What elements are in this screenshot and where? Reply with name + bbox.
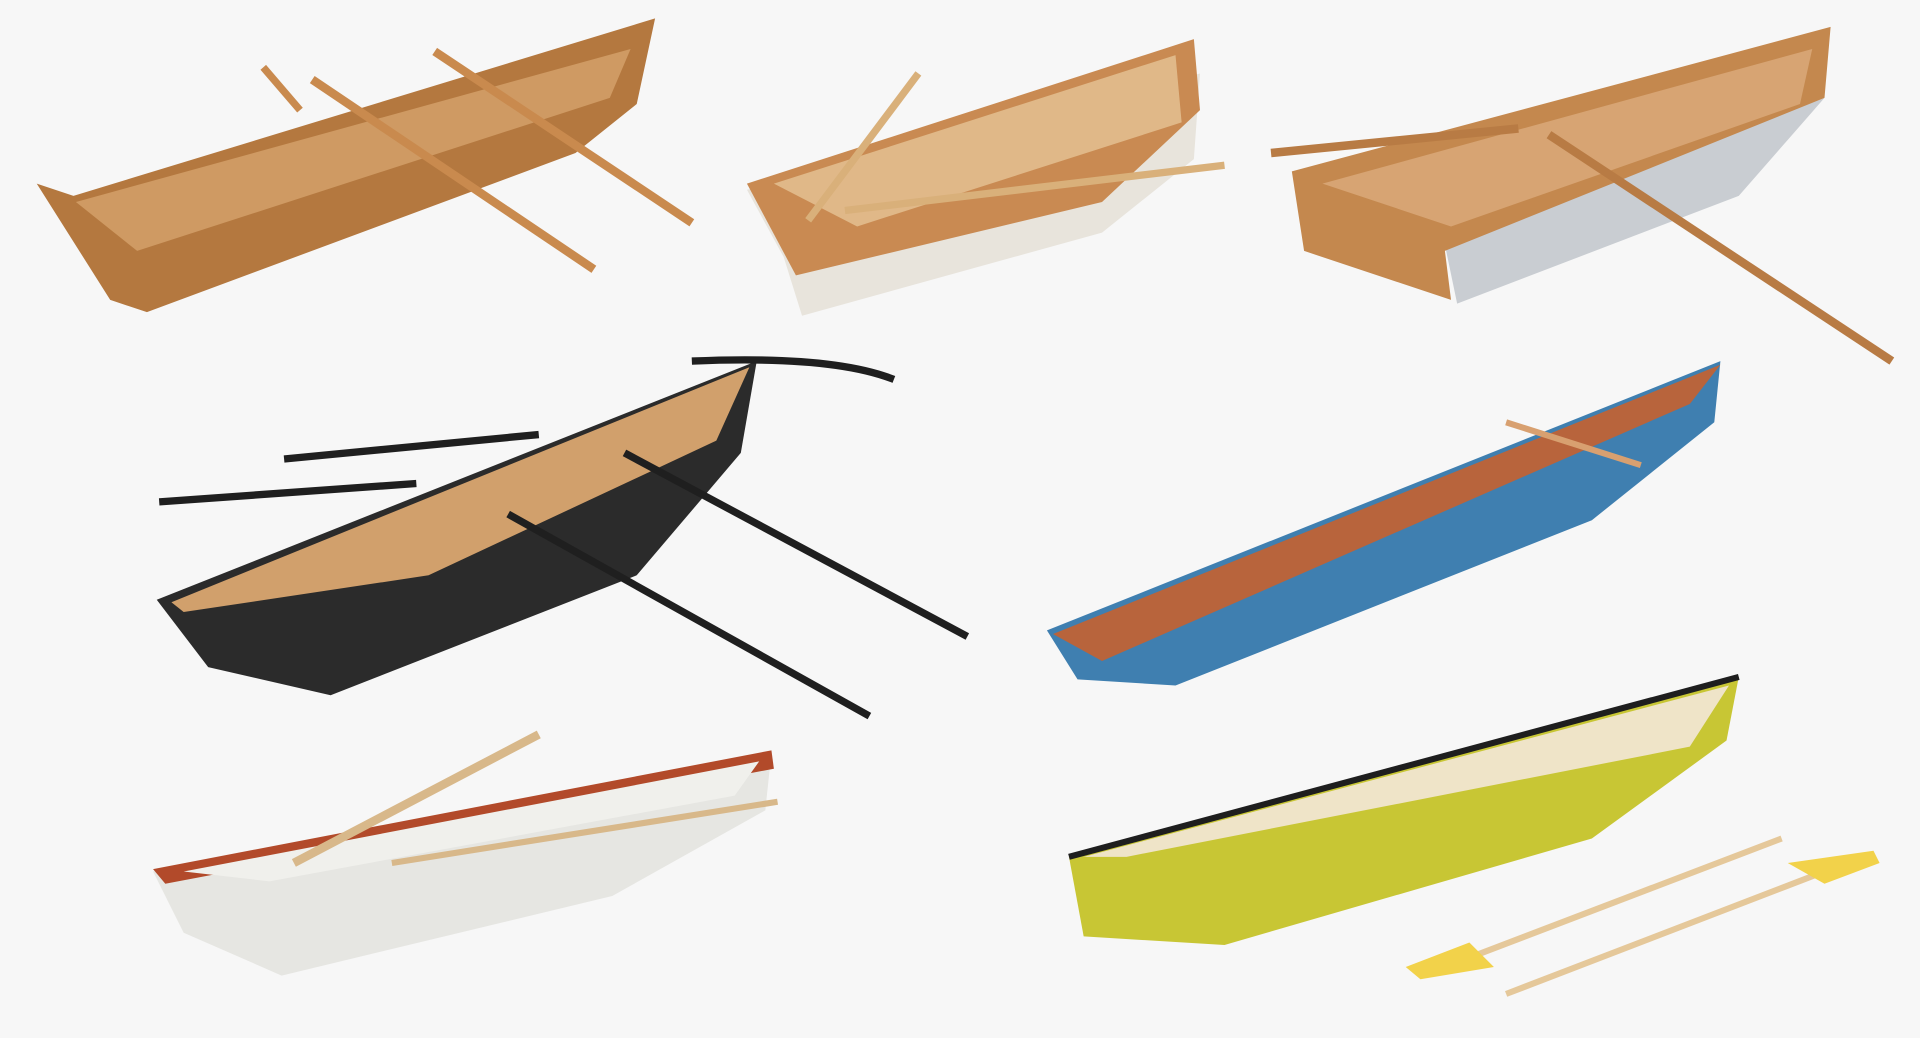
oar	[506, 510, 872, 720]
oar	[622, 449, 970, 640]
paddle-blade	[1787, 850, 1880, 884]
boat-blue-racing-shell	[1046, 361, 1721, 686]
oar	[432, 47, 695, 227]
paddle-shaft	[1505, 868, 1826, 997]
oar	[1505, 419, 1642, 469]
boat-white-rowboat	[153, 730, 779, 976]
interior	[1083, 685, 1729, 857]
boat-varnished-dinghy	[746, 39, 1225, 316]
oar	[309, 76, 597, 273]
interior	[75, 48, 631, 251]
interior	[773, 55, 1182, 227]
oar	[283, 430, 540, 463]
oar	[291, 730, 541, 867]
steering-oar	[691, 356, 896, 383]
oar	[844, 161, 1225, 215]
paddle-shaft	[1443, 835, 1783, 970]
boat-wooden-rowboat	[36, 18, 695, 313]
interior	[183, 761, 760, 882]
oar	[260, 64, 303, 113]
boat-wooden-skiff	[1270, 26, 1895, 365]
oar	[1546, 131, 1895, 365]
oar	[391, 798, 779, 866]
oar	[805, 71, 922, 223]
rim	[1068, 673, 1740, 860]
oar	[158, 479, 417, 506]
deck	[171, 367, 750, 613]
interior	[1322, 48, 1813, 227]
paddle-blade	[1405, 942, 1494, 980]
lower-hull	[1444, 97, 1825, 304]
deck	[1053, 364, 1721, 661]
oar	[1270, 124, 1519, 158]
boat-yellow-canoe	[1068, 673, 1880, 997]
boat-black-whaleboat	[156, 356, 970, 720]
